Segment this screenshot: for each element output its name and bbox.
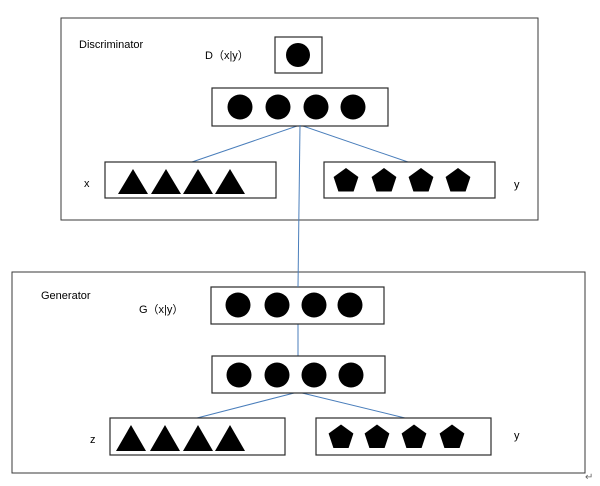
pentagon-node: [408, 168, 434, 192]
hidden-node: [303, 94, 329, 120]
generator-z-label: z: [90, 434, 96, 446]
triangle-node: [215, 169, 245, 194]
generator-output-label: G（x|y）: [139, 303, 183, 316]
discriminator-panel: Discriminator D（x|y） x y: [60, 17, 539, 221]
hidden-node: [264, 362, 290, 388]
pentagon-node: [364, 424, 390, 448]
output-node: [337, 292, 363, 318]
generator-to-discriminator-connector: [297, 124, 301, 288]
discriminator-output-label: D（x|y）: [205, 49, 249, 62]
triangle-node: [150, 425, 180, 451]
triangle-node: [183, 169, 213, 194]
pentagon-node: [328, 424, 354, 448]
pentagon-node: [401, 424, 427, 448]
output-node: [264, 292, 290, 318]
discriminator-x-label: x: [84, 178, 90, 190]
generator-y-label: y: [514, 430, 520, 442]
pentagon-node: [371, 168, 397, 192]
generator-panel: Generator G（x|y） z y: [11, 271, 586, 474]
return-mark-icon: ↵: [585, 472, 593, 483]
hidden-node: [338, 362, 364, 388]
triangle-node: [116, 425, 146, 451]
discriminator-title: Discriminator: [79, 39, 144, 51]
triangle-node: [215, 425, 245, 451]
pentagon-node: [439, 424, 465, 448]
triangle-node: [118, 169, 148, 194]
discriminator-y-label: y: [514, 179, 520, 191]
pentagon-node: [333, 168, 359, 192]
hidden-node: [265, 94, 291, 120]
hidden-node: [227, 94, 253, 120]
output-node: [301, 292, 327, 318]
generator-title: Generator: [41, 290, 91, 302]
generator-y-connector: [297, 391, 406, 419]
discriminator-y-connector: [299, 124, 409, 163]
hidden-node: [226, 362, 252, 388]
hidden-node: [301, 362, 327, 388]
triangle-node: [151, 169, 181, 194]
generator-z-connector: [196, 391, 299, 419]
output-node: [286, 43, 310, 67]
output-node: [225, 292, 251, 318]
triangle-node: [183, 425, 213, 451]
hidden-node: [340, 94, 366, 120]
pentagon-node: [445, 168, 471, 192]
discriminator-x-connector: [191, 124, 301, 163]
